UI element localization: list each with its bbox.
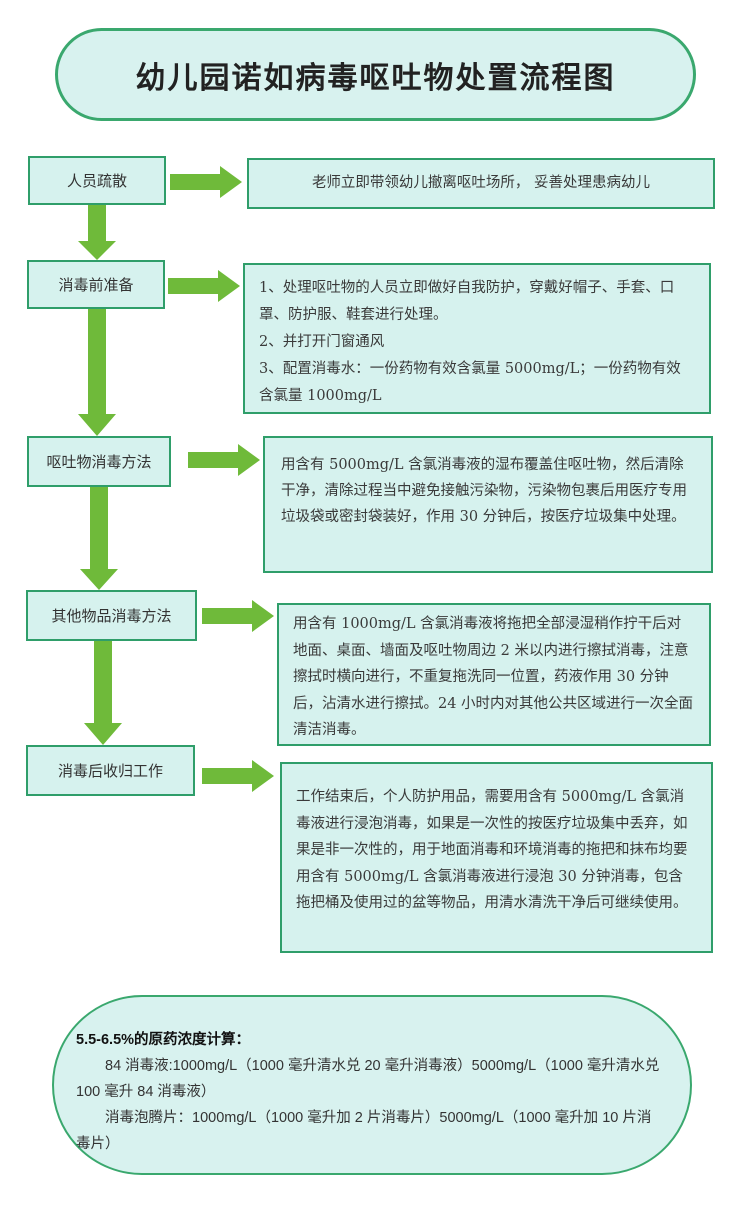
detail-text: 3、配置消毒水：一份药物有效含氯量 5000mg/L；一份药物有效含氯量 100… xyxy=(259,361,681,404)
note-line: 84 消毒液:1000mg/L（1000 毫升清水兑 20 毫升消毒液）5000… xyxy=(76,1058,660,1100)
step-box-prepare: 消毒前准备 xyxy=(27,260,165,309)
step-label: 其他物品消毒方法 xyxy=(51,607,172,625)
detail-box-evacuate: 老师立即带领幼儿撤离呕吐场所， 妥善处理患病幼儿 xyxy=(247,158,715,209)
detail-box-prepare: 1、处理呕吐物的人员立即做好自我防护，穿戴好帽子、手套、口罩、防护服、鞋套进行处… xyxy=(243,263,711,414)
step-box-vomit-disinfect: 呕吐物消毒方法 xyxy=(27,436,171,487)
step-label: 消毒前准备 xyxy=(58,276,134,294)
arrow-right-icon xyxy=(168,270,240,302)
detail-text: 老师立即带领幼儿撤离呕吐场所， 妥善处理患病幼儿 xyxy=(311,175,651,191)
note-line: 消毒泡腾片：1000mg/L（1000 毫升加 2 片消毒片）5000mg/L（… xyxy=(76,1110,652,1152)
detail-text: 用含有 1000mg/L 含氯消毒液将拖把全部浸湿稍作拧干后对地面、桌面、墙面及… xyxy=(293,616,694,738)
detail-box-vomit-disinfect: 用含有 5000mg/L 含氯消毒液的湿布覆盖住呕吐物，然后清除干净，清除过程当… xyxy=(263,436,713,573)
detail-text: 2、并打开门窗通风 xyxy=(259,334,385,350)
page-title: 幼儿园诺如病毒呕吐物处置流程图 xyxy=(135,60,616,96)
arrow-down-icon xyxy=(84,641,122,745)
detail-box-other-items: 用含有 1000mg/L 含氯消毒液将拖把全部浸湿稍作拧干后对地面、桌面、墙面及… xyxy=(277,603,711,746)
detail-box-after-work: 工作结束后，个人防护用品，需要用含有 5000mg/L 含氯消毒液进行浸泡消毒，… xyxy=(280,762,713,953)
arrow-down-icon xyxy=(78,205,116,260)
step-label: 消毒后收归工作 xyxy=(57,762,163,780)
arrow-right-icon xyxy=(202,600,274,632)
arrow-down-icon xyxy=(80,487,118,590)
step-label: 人员疏散 xyxy=(66,172,127,190)
arrow-down-icon xyxy=(78,309,116,436)
note-heading: 5.5-6.5%的原药浓度计算： xyxy=(76,1032,251,1048)
title-banner: 幼儿园诺如病毒呕吐物处置流程图 xyxy=(55,28,696,121)
step-box-evacuate: 人员疏散 xyxy=(28,156,166,205)
arrow-right-icon xyxy=(188,444,260,476)
detail-text: 1、处理呕吐物的人员立即做好自我防护，穿戴好帽子、手套、口罩、防护服、鞋套进行处… xyxy=(259,280,675,323)
detail-text: 工作结束后，个人防护用品，需要用含有 5000mg/L 含氯消毒液进行浸泡消毒，… xyxy=(296,789,688,911)
arrow-right-icon xyxy=(202,760,274,792)
detail-text: 用含有 5000mg/L 含氯消毒液的湿布覆盖住呕吐物，然后清除干净，清除过程当… xyxy=(281,457,687,525)
arrow-right-icon xyxy=(170,166,242,198)
concentration-note: 5.5-6.5%的原药浓度计算： 84 消毒液:1000mg/L（1000 毫升… xyxy=(52,995,692,1175)
step-label: 呕吐物消毒方法 xyxy=(46,453,152,471)
step-box-after-work: 消毒后收归工作 xyxy=(26,745,195,796)
step-box-other-items: 其他物品消毒方法 xyxy=(26,590,197,641)
